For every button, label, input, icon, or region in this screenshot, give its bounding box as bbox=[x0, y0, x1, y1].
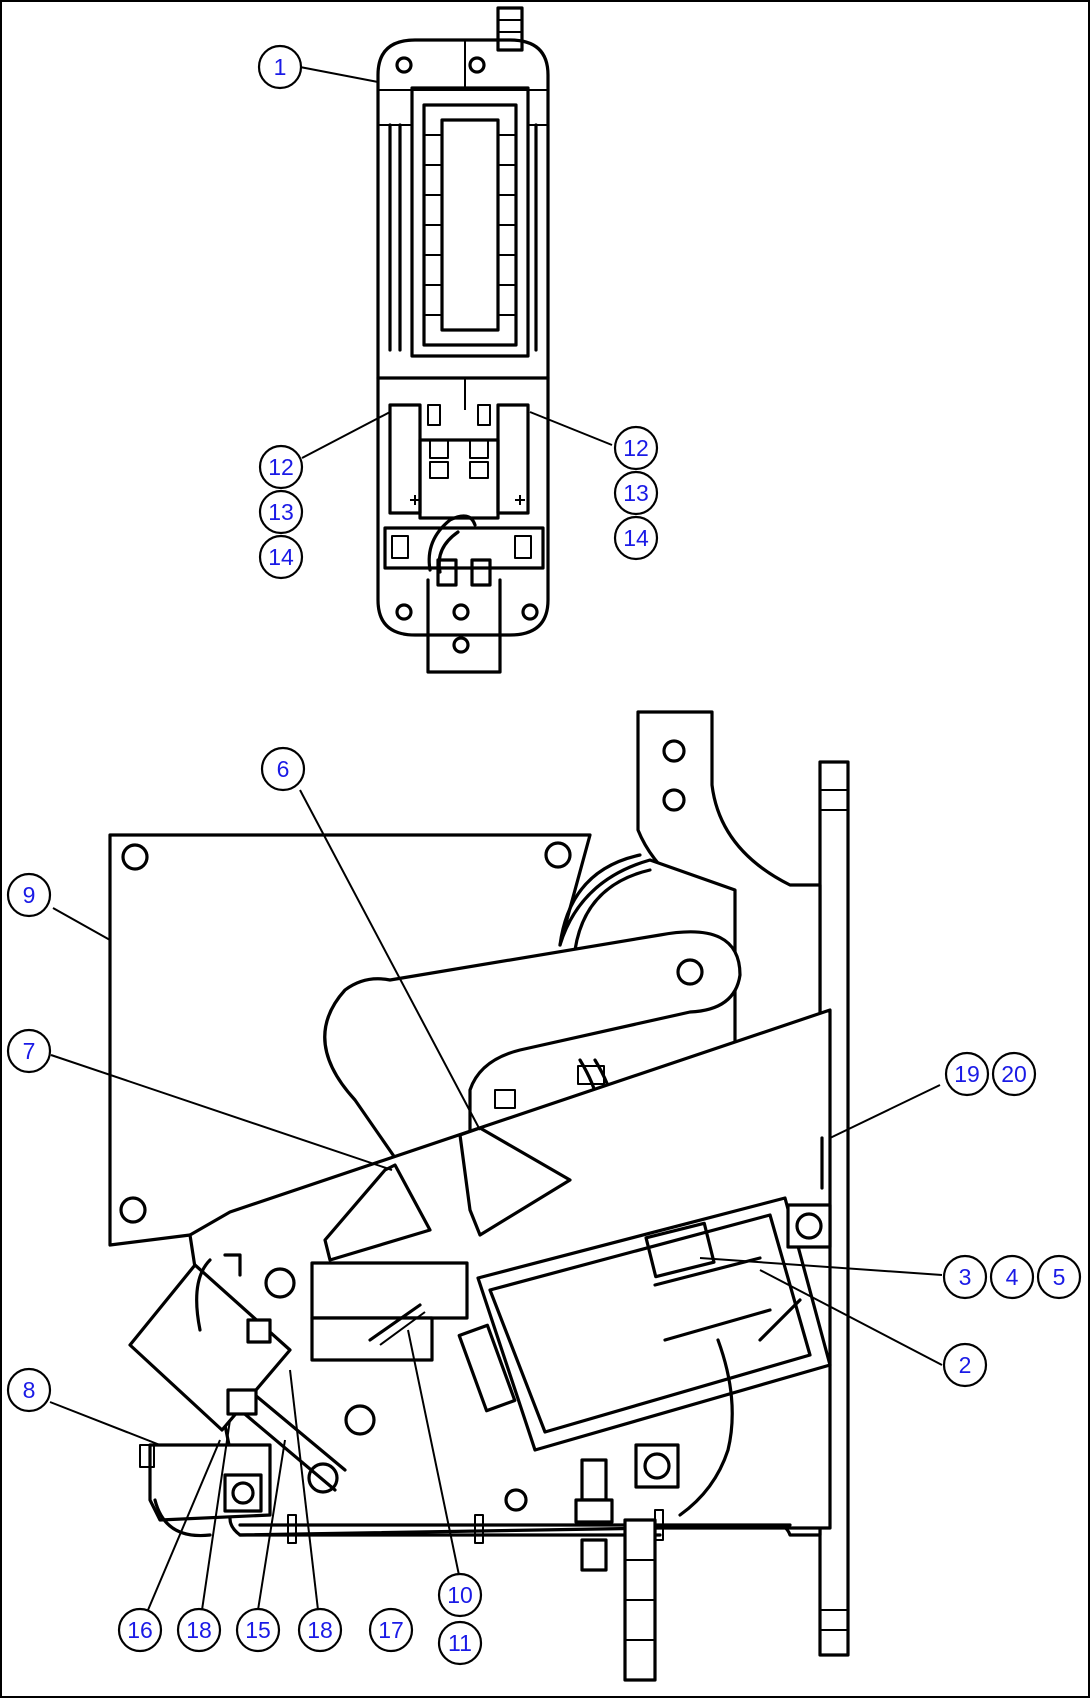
callout-5: 5 bbox=[1036, 1254, 1082, 1300]
bottom-screw-right bbox=[521, 603, 539, 621]
svg-text:12: 12 bbox=[268, 454, 294, 480]
svg-text:8: 8 bbox=[23, 1377, 36, 1403]
callout-7: 7 bbox=[6, 1028, 52, 1074]
top-bracket bbox=[496, 6, 524, 52]
wire-loop bbox=[427, 514, 477, 572]
plate-screw-tl bbox=[121, 843, 149, 871]
svg-text:18: 18 bbox=[307, 1617, 333, 1643]
solenoid-terminal bbox=[644, 1221, 716, 1279]
spring-10 bbox=[368, 1303, 422, 1342]
callout-group: 1 12 13 14 12 13 14 6 9 7 19 20 3 4 5 2 … bbox=[6, 44, 1082, 1666]
bottom-screw-left bbox=[395, 603, 413, 621]
callout-2: 2 bbox=[942, 1342, 988, 1388]
coil-windings-left bbox=[424, 134, 442, 316]
svg-text:2: 2 bbox=[959, 1352, 972, 1378]
contact-block-right bbox=[496, 403, 530, 515]
callout-16: 16 bbox=[117, 1607, 163, 1653]
plate-screw-bl bbox=[119, 1196, 147, 1224]
hole-a bbox=[264, 1267, 296, 1299]
svg-text:17: 17 bbox=[378, 1617, 404, 1643]
svg-text:3: 3 bbox=[959, 1264, 972, 1290]
terminal-strip bbox=[383, 526, 545, 570]
bolt-right bbox=[786, 1203, 832, 1249]
callout-13-right: 13 bbox=[613, 470, 659, 516]
lever-pivot bbox=[676, 958, 704, 986]
bottom-tab bbox=[426, 578, 502, 674]
svg-text:4: 4 bbox=[1006, 1264, 1019, 1290]
svg-text:14: 14 bbox=[268, 544, 294, 570]
svg-text:11: 11 bbox=[448, 1630, 472, 1656]
svg-text:19: 19 bbox=[954, 1061, 980, 1087]
svg-text:13: 13 bbox=[623, 480, 649, 506]
actuator-6 bbox=[458, 1126, 572, 1237]
callout-20: 20 bbox=[991, 1051, 1037, 1097]
pad-upper bbox=[310, 1261, 469, 1320]
top-view-assembly bbox=[376, 6, 550, 674]
callout-17: 17 bbox=[368, 1607, 414, 1653]
top-screw-left bbox=[395, 56, 413, 74]
svg-text:12: 12 bbox=[623, 435, 649, 461]
hole-17 bbox=[344, 1404, 376, 1436]
svg-text:10: 10 bbox=[447, 1582, 473, 1608]
hole-c bbox=[504, 1488, 528, 1512]
solenoid-wire bbox=[678, 1338, 734, 1517]
plate-screw-tr bbox=[544, 841, 572, 869]
callout-1: 1 bbox=[257, 44, 303, 90]
callout-11: 11 bbox=[437, 1620, 483, 1666]
callout-14-left: 14 bbox=[258, 534, 304, 580]
bolt-lower bbox=[634, 1443, 680, 1489]
svg-text:7: 7 bbox=[23, 1038, 36, 1064]
callout-4: 4 bbox=[989, 1254, 1035, 1300]
coil-windings-right bbox=[498, 134, 516, 316]
svg-text:18: 18 bbox=[186, 1617, 212, 1643]
coil-housing bbox=[410, 86, 530, 358]
side-view-assembly bbox=[108, 710, 850, 1682]
callout-15: 15 bbox=[235, 1607, 281, 1653]
svg-text:9: 9 bbox=[23, 882, 36, 908]
svg-text:5: 5 bbox=[1053, 1264, 1066, 1290]
svg-text:16: 16 bbox=[127, 1617, 153, 1643]
svg-text:1: 1 bbox=[274, 54, 287, 80]
callout-19: 19 bbox=[944, 1051, 990, 1097]
coil-core bbox=[440, 118, 500, 332]
callout-18-left: 18 bbox=[176, 1607, 222, 1653]
svg-text:6: 6 bbox=[277, 756, 290, 782]
svg-text:15: 15 bbox=[245, 1617, 271, 1643]
leader-lines bbox=[49, 66, 943, 1611]
svg-text:14: 14 bbox=[623, 525, 649, 551]
svg-text:20: 20 bbox=[1001, 1061, 1027, 1087]
callout-3: 3 bbox=[942, 1254, 988, 1300]
top-screw-right bbox=[468, 56, 486, 74]
svg-text:13: 13 bbox=[268, 499, 294, 525]
actuator-7 bbox=[323, 1163, 432, 1262]
callout-10: 10 bbox=[437, 1572, 483, 1618]
callout-12-left: 12 bbox=[258, 444, 304, 490]
callout-18-right: 18 bbox=[297, 1607, 343, 1653]
top-housing bbox=[376, 38, 550, 637]
callout-9: 9 bbox=[6, 872, 52, 918]
lever-arm bbox=[323, 930, 742, 1167]
callout-6: 6 bbox=[260, 746, 306, 792]
contact-terminals bbox=[410, 404, 525, 505]
callout-8: 8 bbox=[6, 1367, 52, 1413]
callout-13-left: 13 bbox=[258, 489, 304, 535]
callout-12-right: 12 bbox=[613, 425, 659, 471]
callout-14-right: 14 bbox=[613, 515, 659, 561]
plunger bbox=[238, 1408, 337, 1492]
